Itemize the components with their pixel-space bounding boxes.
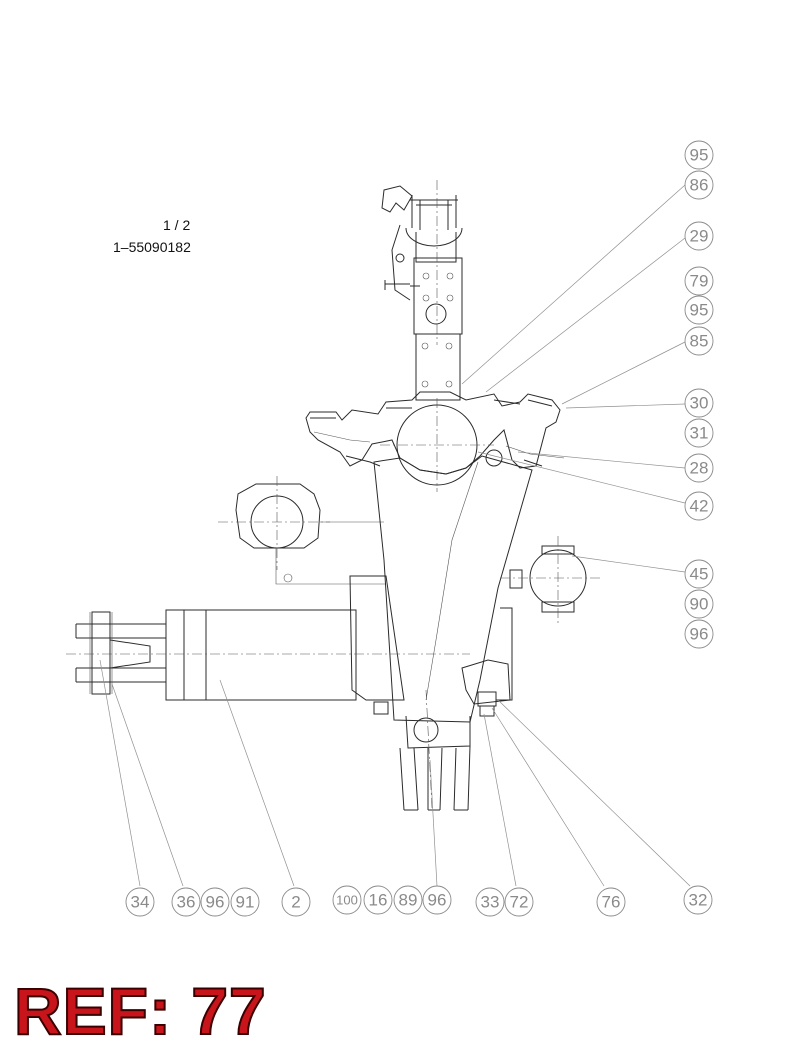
- left-clamp: [218, 476, 386, 585]
- callout-45: 45: [684, 559, 714, 589]
- svg-text:34: 34: [131, 893, 150, 912]
- callout-85: 85: [684, 326, 714, 356]
- callout-100: 100: [332, 885, 362, 915]
- leader-lines: [99, 184, 691, 887]
- svg-text:91: 91: [236, 893, 255, 912]
- sheet-page-number: 1 / 2: [163, 217, 191, 233]
- svg-text:31: 31: [690, 424, 709, 443]
- callout-76: 76: [596, 887, 626, 917]
- svg-text:32: 32: [689, 891, 708, 910]
- callout-96-bottom: 96: [200, 887, 230, 917]
- svg-text:36: 36: [177, 893, 196, 912]
- callout-89: 89: [393, 885, 423, 915]
- svg-text:96: 96: [690, 625, 709, 644]
- callout-86: 86: [684, 170, 714, 200]
- callout-91: 91: [230, 887, 260, 917]
- callout-96-center: 96: [422, 885, 452, 915]
- drawing-number: 1–55090182: [113, 239, 191, 255]
- callout-30: 30: [684, 388, 714, 418]
- callout-32: 32: [683, 885, 713, 915]
- callout-34: 34: [125, 887, 155, 917]
- upper-plate: [305, 391, 565, 492]
- svg-text:16: 16: [369, 891, 388, 910]
- callout-72: 72: [504, 887, 534, 917]
- svg-text:96: 96: [206, 893, 225, 912]
- svg-text:28: 28: [690, 459, 709, 478]
- svg-text:85: 85: [690, 332, 709, 351]
- main-body: [349, 455, 533, 811]
- svg-text:90: 90: [690, 595, 709, 614]
- callout-90: 90: [684, 589, 714, 619]
- svg-text:33: 33: [481, 893, 500, 912]
- callouts-right: 95 86 29 79 95 85 30 31 28 42 45 90 96: [684, 140, 714, 649]
- hydraulic-cylinder: [66, 609, 470, 701]
- callout-29: 29: [684, 221, 714, 251]
- svg-text:45: 45: [690, 565, 709, 584]
- svg-text:42: 42: [690, 497, 709, 516]
- callout-96: 96: [684, 619, 714, 649]
- svg-text:95: 95: [690, 301, 709, 320]
- svg-text:100: 100: [336, 893, 358, 908]
- svg-text:96: 96: [428, 891, 447, 910]
- svg-text:95: 95: [690, 146, 709, 165]
- svg-text:89: 89: [399, 891, 418, 910]
- svg-text:29: 29: [690, 227, 709, 246]
- top-bracket: [381, 180, 463, 401]
- svg-text:79: 79: [690, 272, 709, 291]
- callout-95-lower: 95: [684, 295, 714, 325]
- svg-text:72: 72: [510, 893, 529, 912]
- callout-28: 28: [684, 453, 714, 483]
- callout-79: 79: [684, 266, 714, 296]
- mechanical-assembly: [66, 180, 600, 811]
- callouts-bottom: 34 36 96 91 2 100 16 89 96 33 72 76 32: [125, 885, 713, 917]
- callout-95: 95: [684, 140, 714, 170]
- right-clamp: [500, 536, 600, 624]
- callout-33: 33: [475, 887, 505, 917]
- svg-text:30: 30: [690, 394, 709, 413]
- callout-42: 42: [684, 491, 714, 521]
- callout-16: 16: [363, 885, 393, 915]
- svg-text:76: 76: [602, 893, 621, 912]
- reference-label: REF: 77: [13, 974, 267, 1048]
- callout-31: 31: [684, 418, 714, 448]
- svg-text:86: 86: [690, 176, 709, 195]
- callout-2: 2: [281, 887, 311, 917]
- callout-36: 36: [171, 887, 201, 917]
- svg-text:2: 2: [291, 893, 300, 912]
